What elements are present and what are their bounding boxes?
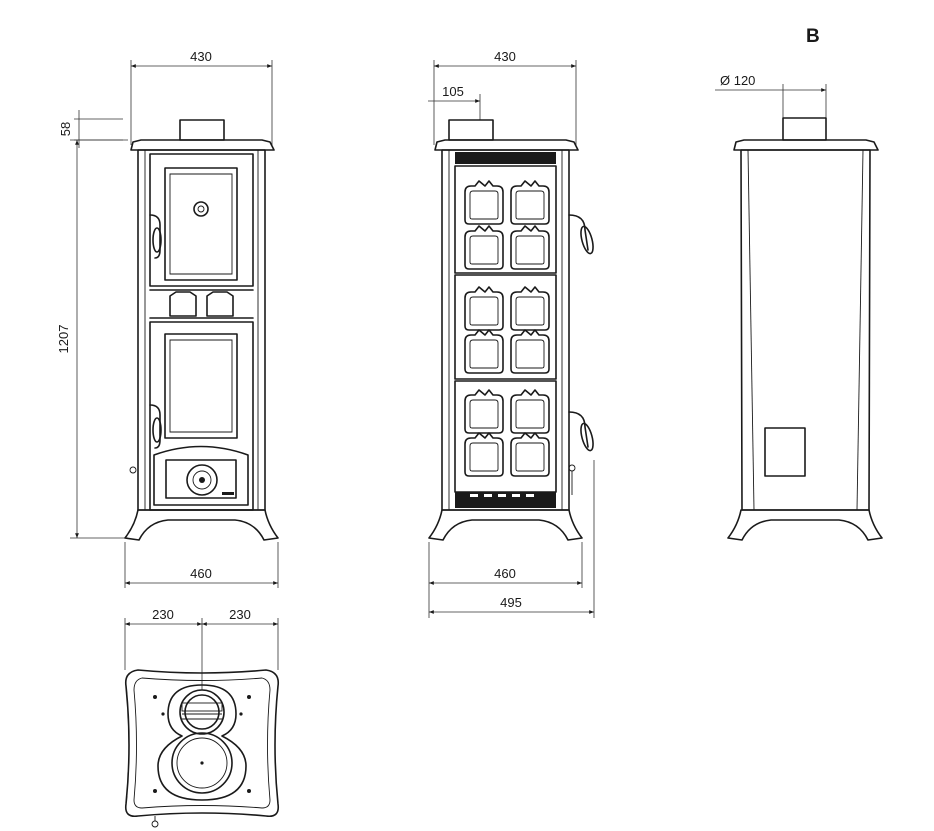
front-height-label: 1207 — [56, 325, 71, 354]
front-top-gap-label: 58 — [58, 122, 73, 136]
side-width-top-label: 430 — [494, 49, 516, 64]
top-half-left-label: 230 — [152, 607, 174, 622]
side-width-base-label: 460 — [494, 566, 516, 581]
back-view: Ø 120 — [715, 73, 883, 541]
side-depth-total-label: 495 — [500, 595, 522, 610]
side-view: 430 105 — [428, 49, 595, 618]
front-view: 430 58 1207 — [56, 49, 279, 588]
back-flue-diameter-label: Ø 120 — [720, 73, 755, 88]
side-flue-offset-label: 105 — [442, 84, 464, 99]
top-view: 230 230 — [124, 607, 280, 828]
front-width-base-label: 460 — [190, 566, 212, 581]
view-label-b: B — [806, 26, 820, 47]
front-width-top-label: 430 — [190, 49, 212, 64]
top-half-right-label: 230 — [229, 607, 251, 622]
